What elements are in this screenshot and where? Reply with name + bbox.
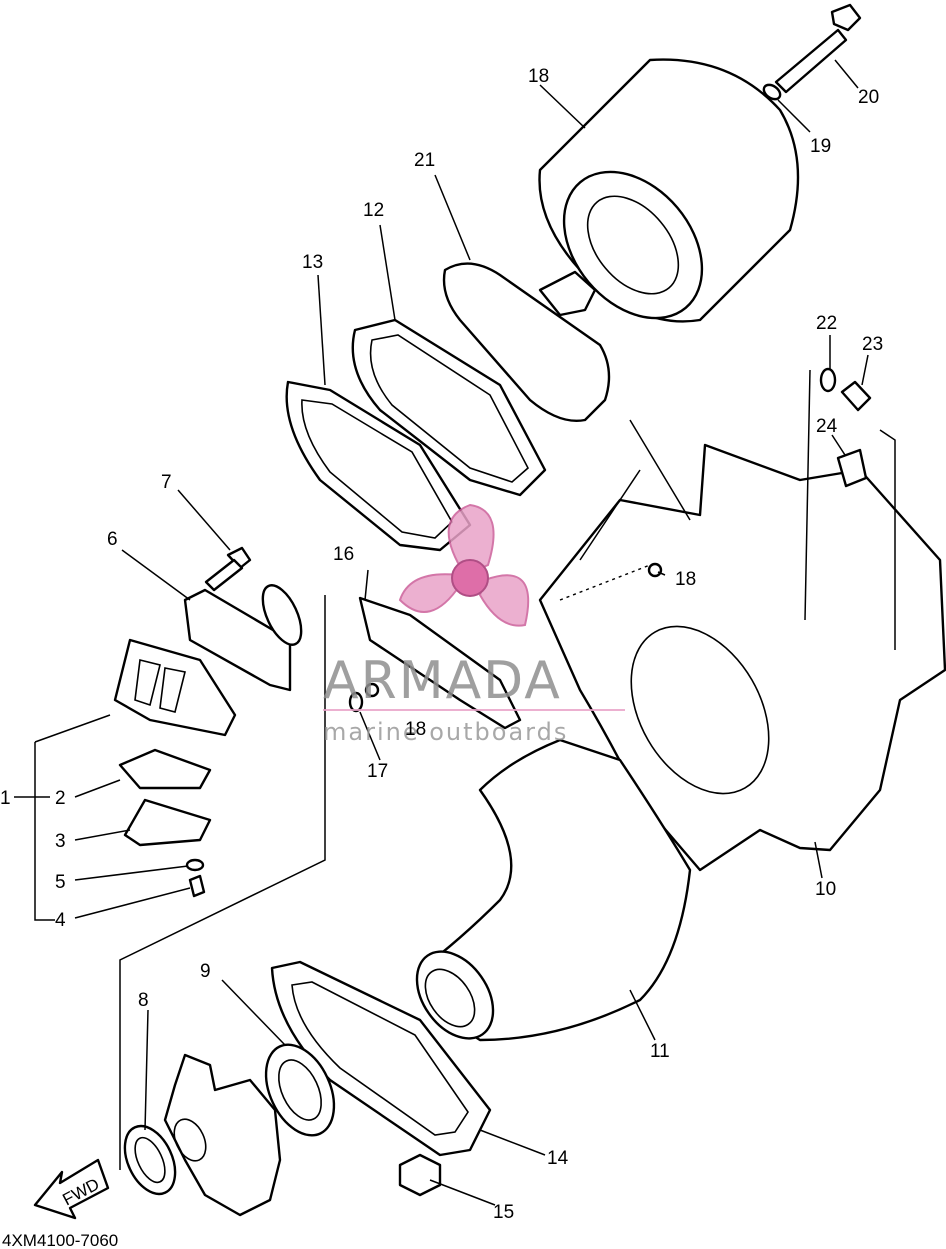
part-23-clip xyxy=(836,448,868,488)
part-labels: 18 20 19 21 12 13 22 23 24 7 6 16 18 18 … xyxy=(0,66,883,1223)
part-15-nut xyxy=(398,1153,442,1197)
armada-watermark: ARMADA marine outboards xyxy=(323,503,625,746)
label-18-left: 18 xyxy=(405,719,426,740)
carburetor xyxy=(163,1053,282,1217)
label-8: 8 xyxy=(138,990,149,1011)
part-6-reed-valve-body xyxy=(183,584,303,692)
part-19-filter-element xyxy=(538,58,800,323)
part-11-duct xyxy=(415,738,692,1042)
part-21-bolt xyxy=(774,3,862,94)
label-13: 13 xyxy=(302,252,323,273)
label-10: 10 xyxy=(815,879,836,900)
part-25-bolt xyxy=(840,380,872,412)
part-9-clamp xyxy=(264,1043,336,1137)
leader-lines xyxy=(14,59,896,1206)
label-14: 14 xyxy=(547,1148,569,1169)
part-12-plate xyxy=(351,318,547,497)
part-4-screw xyxy=(188,874,206,898)
label-5: 5 xyxy=(55,872,66,893)
part-18-nut-b xyxy=(647,562,663,578)
label-24: 22 xyxy=(816,313,837,334)
propeller-hub xyxy=(451,559,489,597)
label-18-right: 18 xyxy=(675,569,696,590)
fwd-arrow: FWD xyxy=(33,1158,110,1220)
label-23: 24 xyxy=(816,416,838,437)
label-22: 21 xyxy=(414,150,435,171)
label-2: 2 xyxy=(55,788,66,809)
part-22-filter-case xyxy=(442,262,611,422)
label-17: 17 xyxy=(367,761,388,782)
part-5-washer xyxy=(185,858,205,872)
label-16: 16 xyxy=(333,544,354,565)
label-25: 23 xyxy=(862,334,883,355)
label-7: 7 xyxy=(161,472,172,493)
label-6: 6 xyxy=(107,529,118,550)
reed-valve-assembly xyxy=(113,638,237,737)
label-3: 3 xyxy=(55,831,66,852)
label-11: 11 xyxy=(650,1041,670,1062)
part-7-bolt xyxy=(204,546,252,592)
label-1: 1 xyxy=(0,788,11,809)
diagram-code: 4XM4100-7060 xyxy=(2,1231,118,1249)
label-21: 20 xyxy=(858,87,879,108)
part-8-clamp xyxy=(123,1124,177,1196)
label-12: 12 xyxy=(363,200,384,221)
part-2-reed xyxy=(118,748,212,790)
part-16-plate xyxy=(358,596,522,730)
part-24-washer xyxy=(819,367,837,393)
label-15: 15 xyxy=(493,1202,514,1223)
label-9: 9 xyxy=(200,961,211,982)
part-3-stopper xyxy=(123,798,212,847)
label-4: 4 xyxy=(55,910,66,931)
propeller-logo xyxy=(398,503,530,627)
watermark-brand: ARMADA xyxy=(323,651,562,711)
label-20: 19 xyxy=(810,136,831,157)
part-18-nut-a xyxy=(364,682,380,698)
label-19: 18 xyxy=(528,66,549,87)
part-20-washer xyxy=(762,83,782,101)
watermark-tagline: marine outboards xyxy=(323,718,568,746)
